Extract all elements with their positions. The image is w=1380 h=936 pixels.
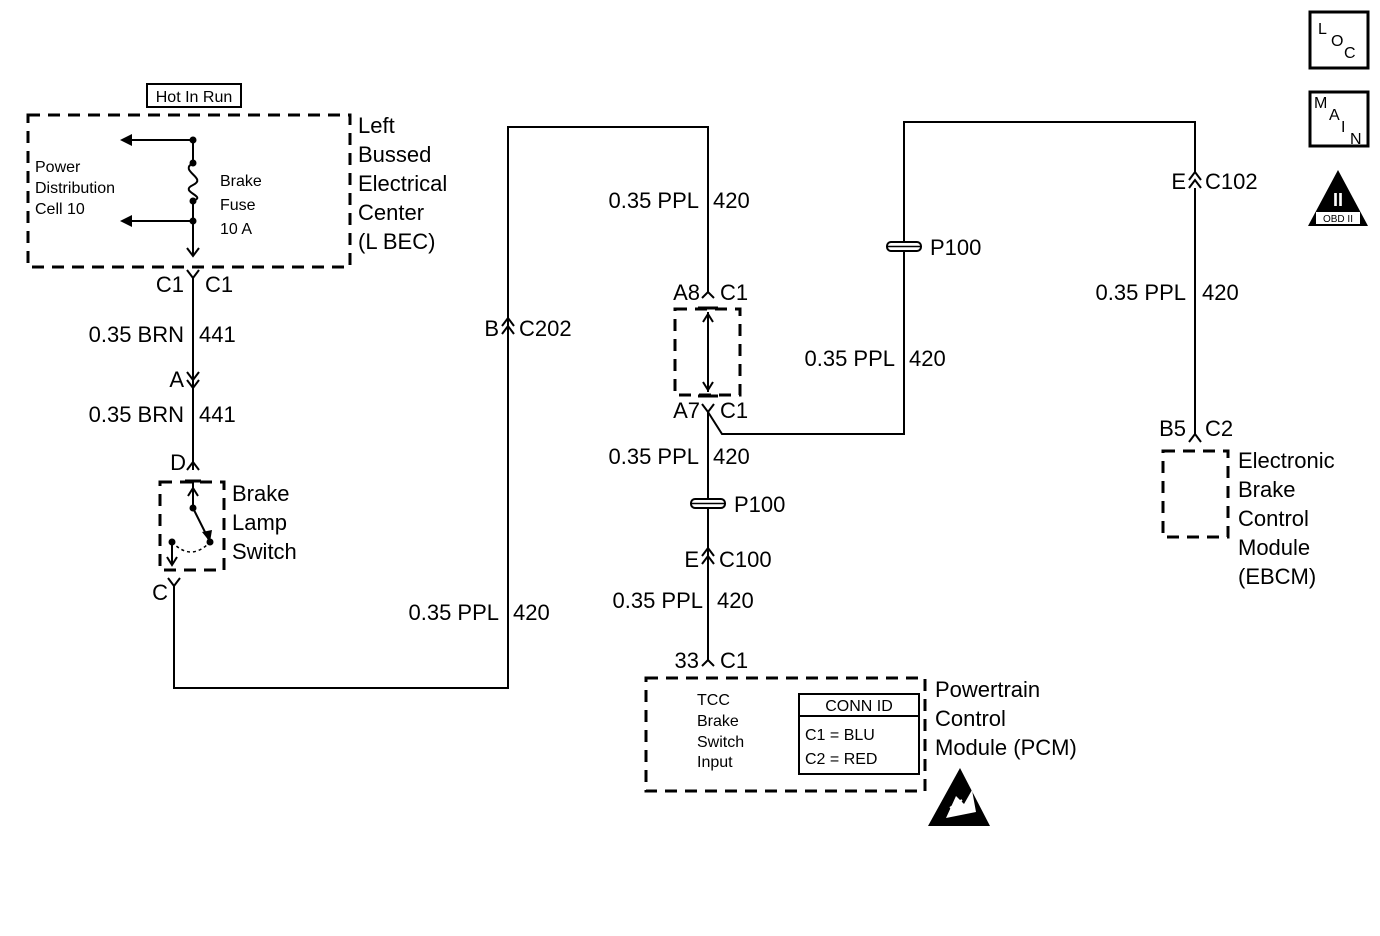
svg-text:P100: P100	[930, 235, 981, 260]
svg-text:C1: C1	[720, 398, 748, 423]
wire-420-right-circuit: 420	[909, 346, 946, 371]
svg-text:D: D	[170, 450, 186, 475]
wire-420-bottom-circuit: 420	[513, 600, 550, 625]
svg-text:E: E	[684, 547, 699, 572]
bus-arrows	[120, 134, 200, 258]
brake-fuse-label: Brake Fuse 10 A	[220, 173, 266, 238]
wire-420-low-gauge: 0.35 PPL	[612, 588, 703, 613]
connector-c202[interactable]: B C202	[484, 316, 571, 341]
splice-p100-right[interactable]: P100	[886, 235, 981, 260]
inline-jumper-symbol	[698, 306, 718, 398]
wire-420-right-gauge: 0.35 PPL	[804, 346, 895, 371]
power-distribution-cell-label: Power Distribution Cell 10	[35, 159, 119, 218]
svg-text:33: 33	[675, 648, 699, 673]
splice-p100-center[interactable]: P100	[690, 492, 785, 517]
wire-420-mid-gauge: 0.35 PPL	[608, 444, 699, 469]
svg-text:C2 = RED: C2 = RED	[805, 751, 877, 768]
svg-text:M: M	[1314, 95, 1327, 112]
svg-text:C1: C1	[720, 648, 748, 673]
wire-420-ebcm-gauge: 0.35 PPL	[1095, 280, 1186, 305]
main-icon[interactable]: M A I N	[1308, 90, 1370, 148]
connector-a7-c1[interactable]: A7 C1	[673, 398, 748, 423]
obd-ii-icon[interactable]: II OBD II	[1308, 170, 1368, 226]
wire-420-bottom-loop	[173, 126, 709, 689]
connector-a8-c1[interactable]: A8 C1	[673, 280, 748, 305]
svg-text:C: C	[1344, 45, 1356, 62]
svg-text:B5: B5	[1159, 416, 1186, 441]
svg-text:C100: C100	[719, 547, 772, 572]
wire-420-mid-circuit: 420	[713, 444, 750, 469]
svg-text:P100: P100	[734, 492, 785, 517]
svg-text:I: I	[1341, 119, 1345, 136]
conn-id-table: CONN ID C1 = BLU C2 = RED	[798, 693, 920, 775]
svg-text:C: C	[152, 580, 168, 605]
pcm-connector-33-c1[interactable]: 33 C1	[675, 648, 749, 673]
lbec-c1-connector[interactable]: C1 C1	[156, 269, 233, 297]
svg-text:II: II	[1333, 190, 1343, 210]
svg-text:C2: C2	[1205, 416, 1233, 441]
svg-text:N: N	[1350, 131, 1362, 148]
svg-text:Hot In Run: Hot In Run	[156, 89, 232, 106]
brake-fuse-symbol	[187, 162, 199, 202]
switch-pin-c[interactable]: C	[152, 577, 181, 605]
wire-420-top-circuit: 420	[713, 188, 750, 213]
ebcm-connector-b5-c2[interactable]: B5 C2	[1159, 416, 1233, 443]
wire-441-circuit-2: 441	[199, 402, 236, 427]
svg-text:C1: C1	[156, 272, 184, 297]
svg-text:E: E	[1171, 169, 1186, 194]
svg-text:A: A	[1329, 107, 1340, 124]
svg-text:A7: A7	[673, 398, 700, 423]
pcm-name-label: Powertrain Control Module (PCM)	[935, 677, 1077, 760]
lbec-box	[26, 113, 352, 269]
svg-text:L: L	[1318, 21, 1327, 38]
connector-c102[interactable]: E C102	[1171, 169, 1257, 194]
svg-text:A8: A8	[673, 280, 700, 305]
svg-text:C102: C102	[1205, 169, 1258, 194]
inline-connector-a[interactable]: A	[169, 367, 200, 392]
brake-lamp-switch-symbol	[166, 479, 214, 567]
brake-lamp-switch-label: Brake Lamp Switch	[232, 481, 297, 564]
svg-text:C202: C202	[519, 316, 572, 341]
svg-text:O: O	[1331, 33, 1343, 50]
wire-420-low-circuit: 420	[717, 588, 754, 613]
wire-420-top-gauge: 0.35 PPL	[608, 188, 699, 213]
esd-warning-icon	[928, 768, 990, 826]
loc-icon[interactable]: L O C	[1308, 10, 1370, 70]
switch-pin-d[interactable]: D	[170, 450, 200, 475]
svg-text:A: A	[169, 367, 184, 392]
pcm-box	[644, 676, 927, 793]
connector-c100[interactable]: E C100	[684, 546, 772, 572]
wire-441-circuit-1: 441	[199, 322, 236, 347]
wire-441-gauge-1: 0.35 BRN	[89, 322, 184, 347]
wire-420-bottom-gauge: 0.35 PPL	[408, 600, 499, 625]
svg-text:C1: C1	[205, 272, 233, 297]
ebcm-box	[1161, 449, 1230, 539]
pcm-input-label: TCC Brake Switch Input	[697, 692, 749, 771]
wire-441-gauge-2: 0.35 BRN	[89, 402, 184, 427]
svg-text:B: B	[484, 316, 499, 341]
ebcm-name-label: Electronic Brake Control Module (EBCM)	[1238, 448, 1341, 589]
wire-420-to-p100-right	[707, 121, 1196, 435]
svg-text:CONN ID: CONN ID	[825, 698, 893, 715]
wire-420-ebcm-circuit: 420	[1202, 280, 1239, 305]
svg-text:C1: C1	[720, 280, 748, 305]
lbec-name-label: Left Bussed Electrical Center (L BEC)	[358, 113, 453, 254]
svg-text:OBD II: OBD II	[1323, 214, 1353, 225]
hot-in-run-label: Hot In Run	[146, 83, 242, 108]
svg-text:C1 = BLU: C1 = BLU	[805, 727, 875, 744]
